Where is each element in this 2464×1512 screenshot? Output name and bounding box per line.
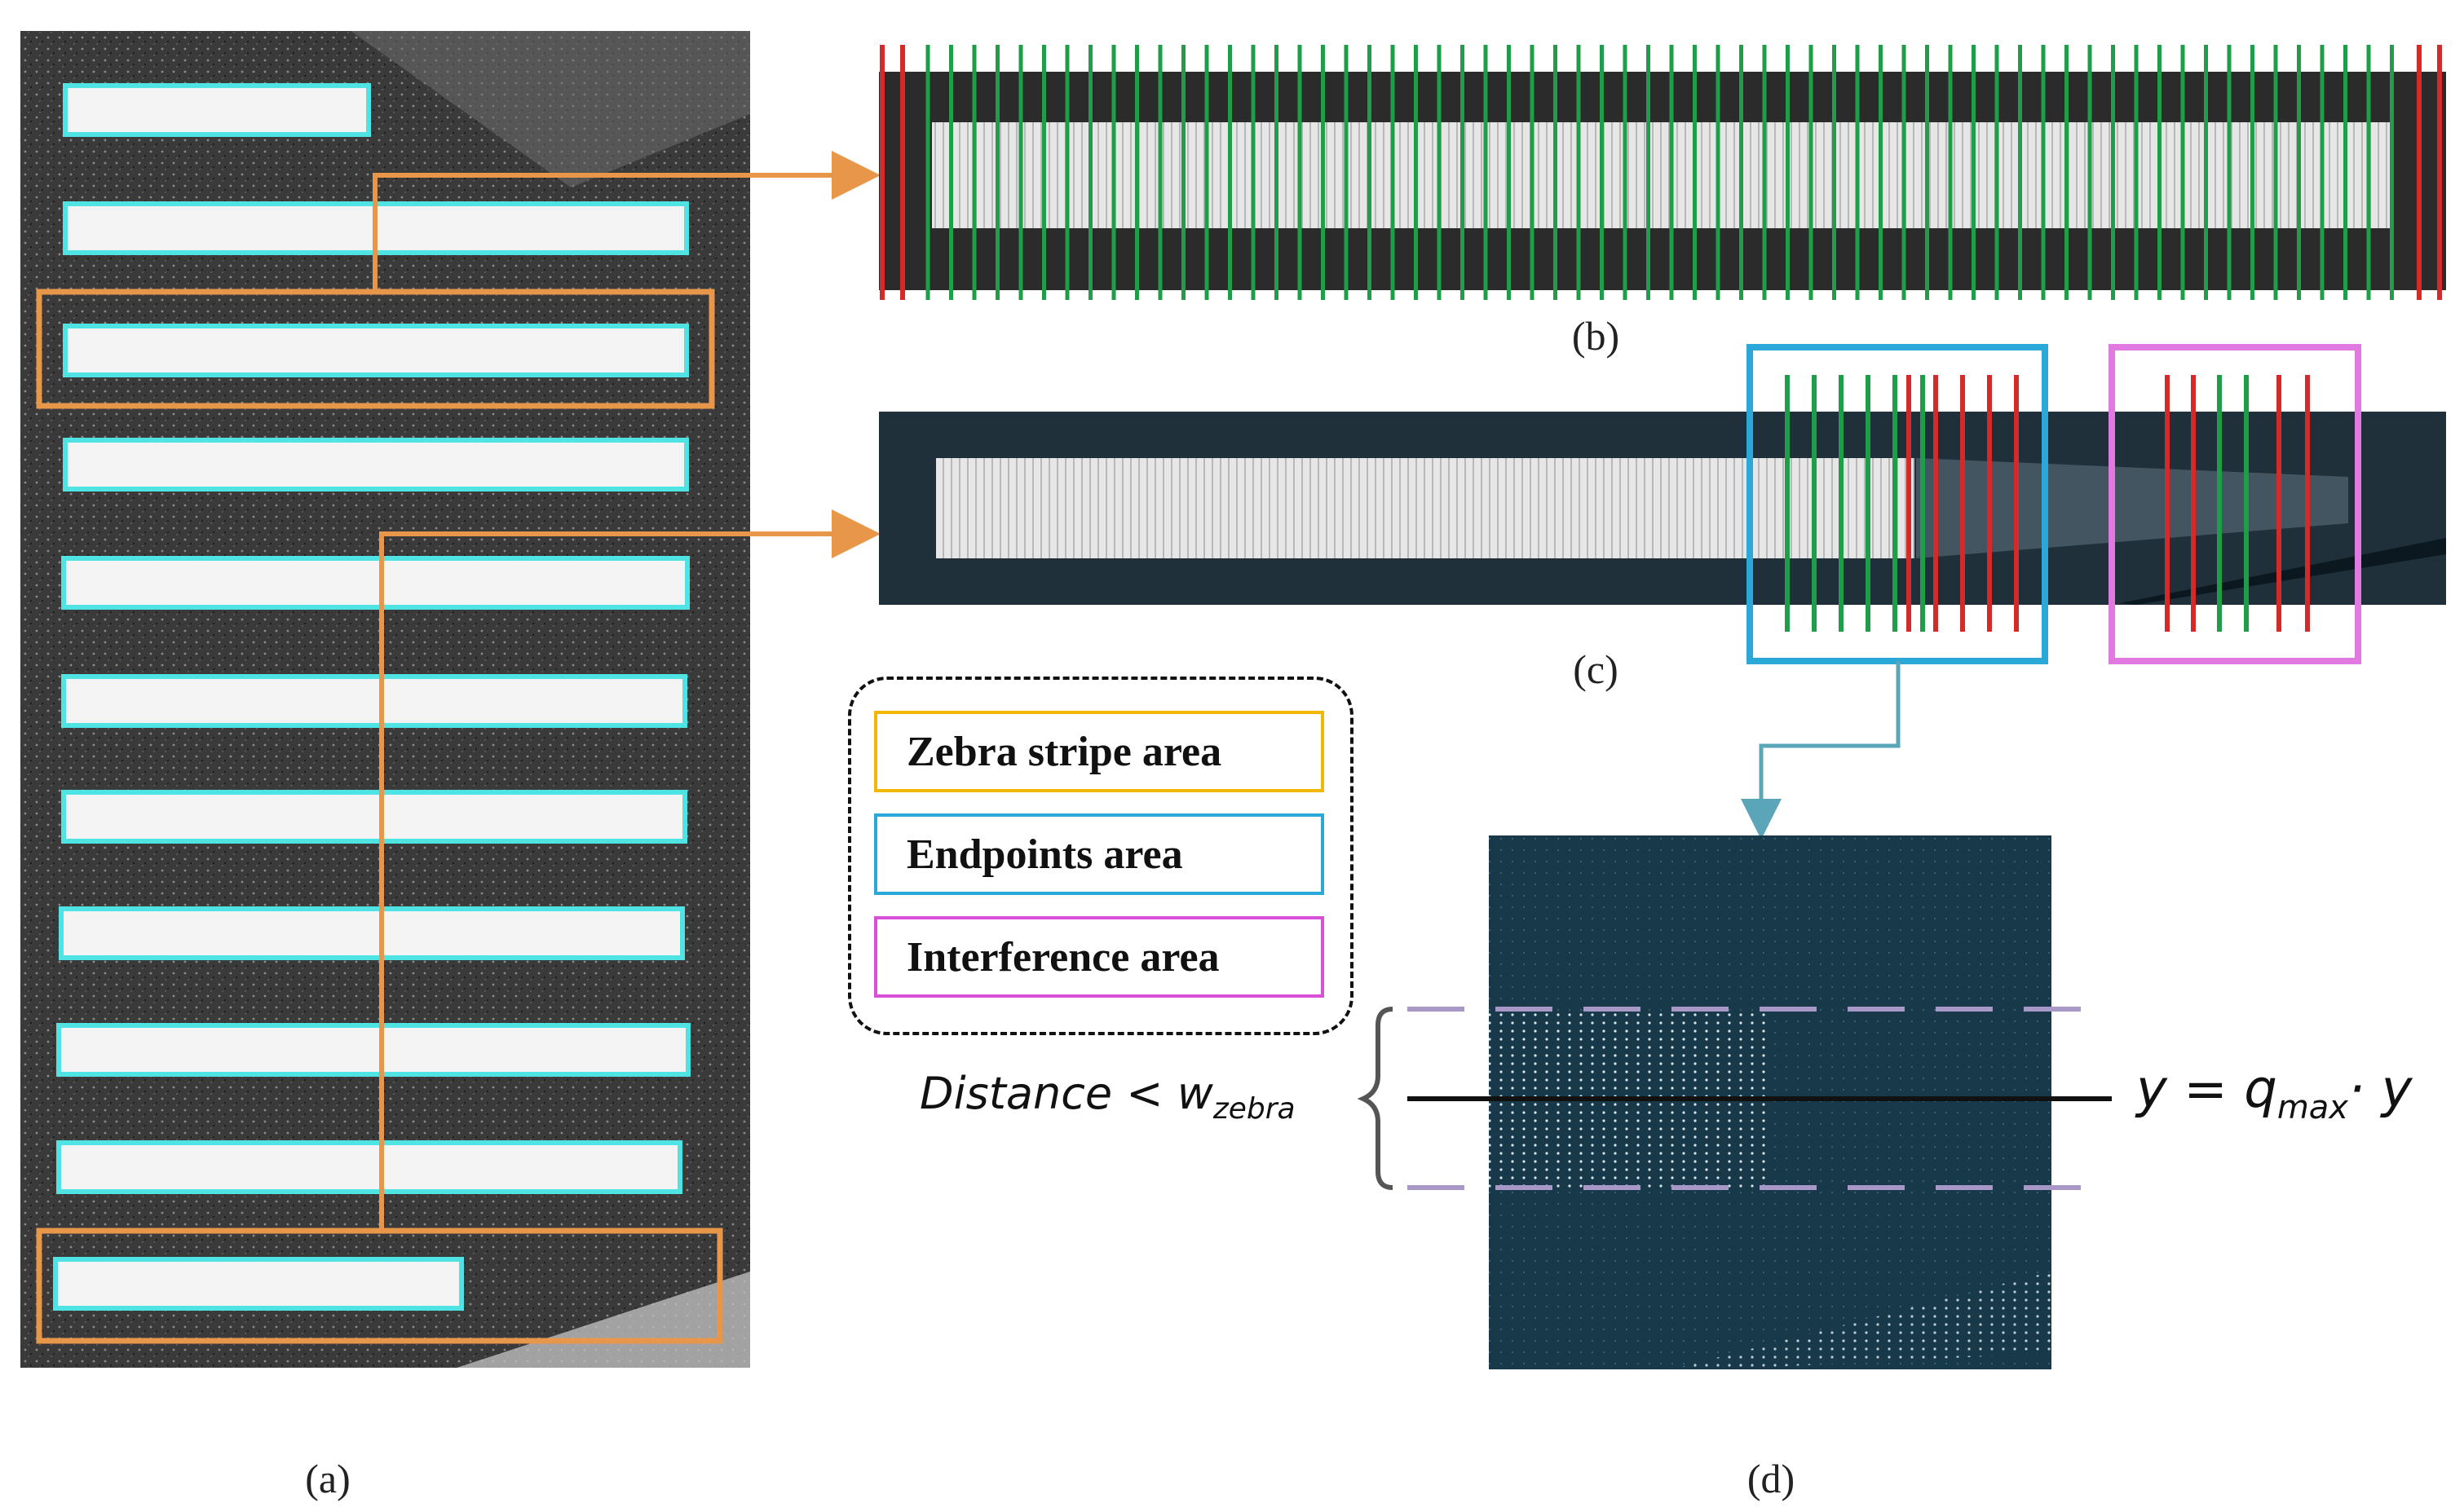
arrow-to-b xyxy=(373,151,881,292)
zebra-stripe xyxy=(63,324,689,377)
caption-d: (d) xyxy=(1746,1456,1795,1501)
zebra-stripe xyxy=(59,906,685,960)
y-line-prefix: y = q xyxy=(2136,1060,2277,1120)
zebra-stripe xyxy=(61,674,687,728)
distance-equation: Distance < wzebra xyxy=(920,1068,1296,1126)
panel-c-stripe-crop xyxy=(879,344,2446,840)
zebra-stripe xyxy=(63,438,689,492)
zebra-stripe xyxy=(53,1257,464,1311)
legend-item-interference: Interference area xyxy=(874,916,1324,998)
brace-icon xyxy=(1357,1007,1393,1190)
caption-b: (b) xyxy=(1571,313,1620,359)
legend-item-zebra: Zebra stripe area xyxy=(874,711,1324,792)
distance-subscript: zebra xyxy=(1212,1091,1296,1126)
zebra-stripe xyxy=(63,83,371,137)
arrow-to-d xyxy=(1741,661,1901,840)
segmentation-lines-b xyxy=(880,45,2442,300)
zebra-stripe xyxy=(56,1140,682,1194)
zebra-stripe xyxy=(61,790,687,844)
interference-area-box xyxy=(2109,344,2361,664)
zebra-stripe xyxy=(56,1023,691,1077)
segmentation-lines-c xyxy=(1785,375,2310,632)
legend: Zebra stripe area Endpoints area Interfe… xyxy=(848,677,1353,1035)
panel-a-photo xyxy=(20,31,881,1368)
panel-d-zoomed-endpoint xyxy=(1357,835,2112,1369)
zebra-stripe xyxy=(61,556,690,610)
y-line-suffix: · y xyxy=(2347,1060,2413,1120)
arrow-to-c xyxy=(379,509,881,1231)
caption-a: (a) xyxy=(305,1456,351,1501)
distance-prefix: Distance < w xyxy=(920,1068,1213,1119)
legend-item-endpoints: Endpoints area xyxy=(874,813,1324,895)
panel-b-stripe-crop xyxy=(879,45,2446,300)
y-line-equation: y = qmax· y xyxy=(2136,1060,2413,1126)
y-line-subscript: max xyxy=(2276,1088,2348,1126)
caption-c: (c) xyxy=(1573,646,1618,692)
